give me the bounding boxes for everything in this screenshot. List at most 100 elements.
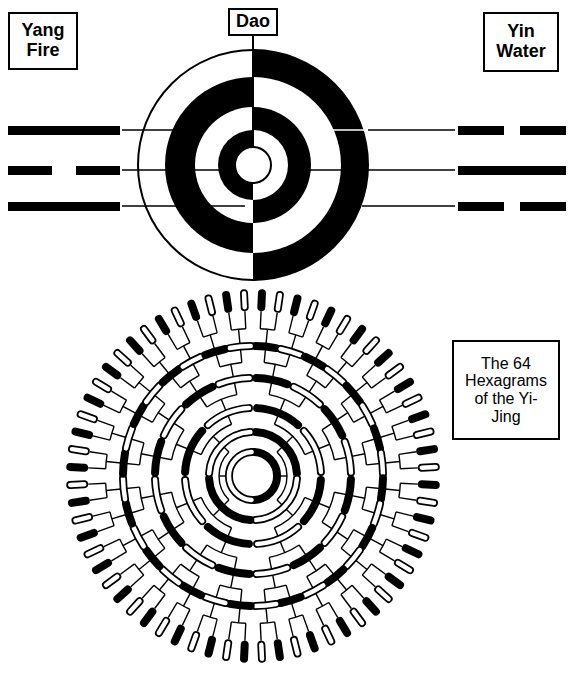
hexagram-mark bbox=[354, 329, 362, 340]
yao-segment bbox=[294, 548, 320, 565]
yao-segment bbox=[126, 428, 132, 448]
hexagram-mark bbox=[130, 340, 139, 350]
hexagram-mark bbox=[310, 304, 315, 317]
yao-segment bbox=[256, 568, 287, 574]
hexagram-mark bbox=[175, 311, 181, 324]
hexagram-mark bbox=[159, 319, 166, 331]
branch-line bbox=[154, 585, 165, 594]
yao-segment bbox=[219, 378, 250, 384]
branch-line bbox=[155, 343, 165, 357]
yao-segment bbox=[256, 479, 297, 520]
hexagram-mark bbox=[88, 398, 101, 404]
yao-segment bbox=[381, 453, 383, 474]
yao-segment bbox=[230, 604, 251, 606]
label-box: Yang Fire bbox=[8, 12, 78, 70]
branch-line bbox=[303, 615, 309, 631]
hexagram-mark bbox=[422, 465, 436, 470]
branch-line bbox=[341, 530, 353, 549]
hexagram-mark bbox=[226, 295, 228, 309]
branch-line bbox=[260, 623, 262, 640]
branch-line bbox=[93, 436, 110, 440]
yao-segment bbox=[345, 442, 351, 473]
branch-line bbox=[399, 483, 400, 497]
branch-line bbox=[213, 619, 217, 636]
hexagram-mark bbox=[412, 533, 425, 538]
branch-line bbox=[120, 400, 127, 413]
branch-line bbox=[316, 609, 323, 625]
yao-segment bbox=[164, 409, 181, 435]
branch-line bbox=[203, 615, 217, 619]
label-box: The 64 Hexagrams of the Yi-Jing bbox=[452, 340, 560, 440]
yao-segment bbox=[183, 357, 201, 367]
yao-segment bbox=[134, 528, 144, 546]
yao-segment bbox=[186, 387, 212, 404]
branch-line bbox=[104, 405, 120, 412]
branch-line bbox=[182, 327, 189, 343]
yao-segment bbox=[155, 479, 161, 510]
yao-segment bbox=[304, 480, 321, 521]
hexagram-mark bbox=[117, 589, 127, 598]
yao-segment bbox=[305, 585, 323, 595]
box-label: The 64 Hexagrams of the Yi-Jing bbox=[460, 355, 552, 425]
branch-line bbox=[341, 358, 352, 367]
dao-axis bbox=[252, 30, 254, 150]
yao-segment bbox=[134, 528, 144, 546]
yao-segment bbox=[205, 349, 225, 355]
branch-line bbox=[341, 404, 353, 423]
yao-segment bbox=[374, 428, 380, 448]
branch-line bbox=[229, 313, 232, 330]
yao-segment bbox=[163, 570, 179, 583]
hexagram-mark bbox=[417, 432, 431, 435]
branch-line bbox=[392, 512, 396, 526]
branch-line bbox=[316, 603, 329, 610]
yao-segment bbox=[374, 504, 380, 524]
hexagram-mark bbox=[366, 340, 375, 350]
yao-segment bbox=[257, 408, 298, 425]
branch-line bbox=[98, 420, 114, 426]
branch-line bbox=[392, 426, 396, 440]
yao-segment bbox=[327, 570, 343, 583]
hexagram-mark bbox=[417, 432, 431, 435]
hexagram-mark bbox=[378, 589, 388, 598]
yao-segment bbox=[325, 409, 342, 435]
hexagram-mark bbox=[209, 298, 212, 312]
leader-line bbox=[362, 205, 455, 207]
branch-line bbox=[362, 487, 366, 509]
yao-segment bbox=[305, 357, 323, 367]
yao-segment bbox=[345, 479, 351, 510]
branch-line bbox=[380, 552, 395, 561]
branch-line bbox=[316, 343, 329, 350]
branch-line bbox=[244, 311, 246, 328]
branch-line bbox=[154, 358, 165, 367]
branch-line bbox=[140, 443, 144, 465]
hexagram-mark bbox=[422, 480, 436, 489]
yao-segment bbox=[229, 452, 252, 500]
branch-line bbox=[329, 603, 338, 618]
branch-line bbox=[207, 395, 237, 407]
hexagram-mark bbox=[257, 645, 266, 659]
yin-line bbox=[76, 166, 120, 175]
yao-segment bbox=[163, 570, 179, 583]
hexagram-mark bbox=[70, 482, 84, 487]
hexagram-mark bbox=[422, 463, 436, 472]
hexagram-mark bbox=[175, 311, 181, 324]
branch-line bbox=[264, 585, 286, 589]
yao-segment bbox=[327, 369, 343, 382]
yao-segment bbox=[255, 346, 276, 348]
hexagram-mark bbox=[378, 589, 388, 598]
branch-line bbox=[322, 430, 334, 460]
branch-line bbox=[392, 526, 408, 532]
branch-line bbox=[93, 512, 110, 516]
hexagram-mark bbox=[294, 298, 297, 312]
yao-segment bbox=[219, 568, 250, 574]
branch-line bbox=[104, 539, 120, 546]
yao-segment bbox=[256, 479, 297, 520]
branch-line bbox=[289, 615, 303, 619]
leader-line bbox=[122, 169, 225, 171]
yao-segment bbox=[126, 504, 132, 524]
branch-line bbox=[264, 363, 286, 367]
yao-segment bbox=[230, 346, 251, 348]
branch-line bbox=[213, 316, 217, 333]
hexagram-mark bbox=[117, 353, 127, 362]
